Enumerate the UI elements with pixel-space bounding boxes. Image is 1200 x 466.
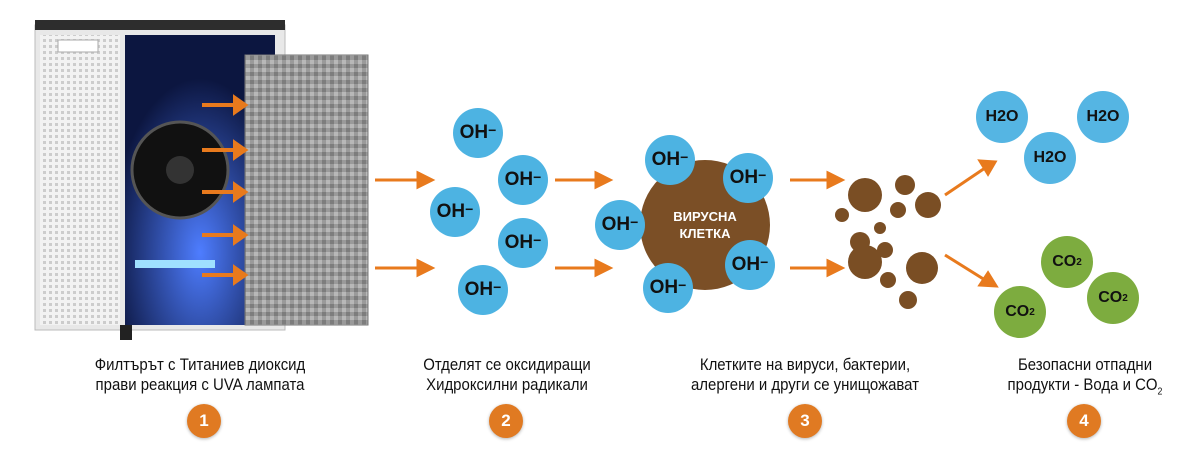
step-4-badge: 4 xyxy=(1067,404,1101,438)
oh-radical: OH− xyxy=(498,155,548,205)
oh-radical: OH− xyxy=(453,108,503,158)
step-1-badge: 1 xyxy=(187,404,221,438)
flow-arrows xyxy=(375,159,999,288)
h2o-molecule: H2O xyxy=(1077,91,1129,143)
air-purifier-illustration xyxy=(34,20,369,340)
oh-radical: OH− xyxy=(643,263,693,313)
h2o-molecule: H2O xyxy=(1024,132,1076,184)
step-2-badge: 2 xyxy=(489,404,523,438)
oh-radical: OH− xyxy=(645,135,695,185)
step-3-caption: Клетките на вируси, бактерии,алергени и … xyxy=(690,355,920,394)
oh-radical: OH− xyxy=(430,187,480,237)
oh-radical: OH− xyxy=(458,265,508,315)
h2o-molecule: H2O xyxy=(976,91,1028,143)
oh-radical: OH− xyxy=(725,240,775,290)
step-3-badge: 3 xyxy=(788,404,822,438)
oh-radical: OH− xyxy=(723,153,773,203)
oh-radical: OH− xyxy=(595,200,645,250)
oh-radical: OH− xyxy=(498,218,548,268)
uv-arrows xyxy=(202,94,249,286)
